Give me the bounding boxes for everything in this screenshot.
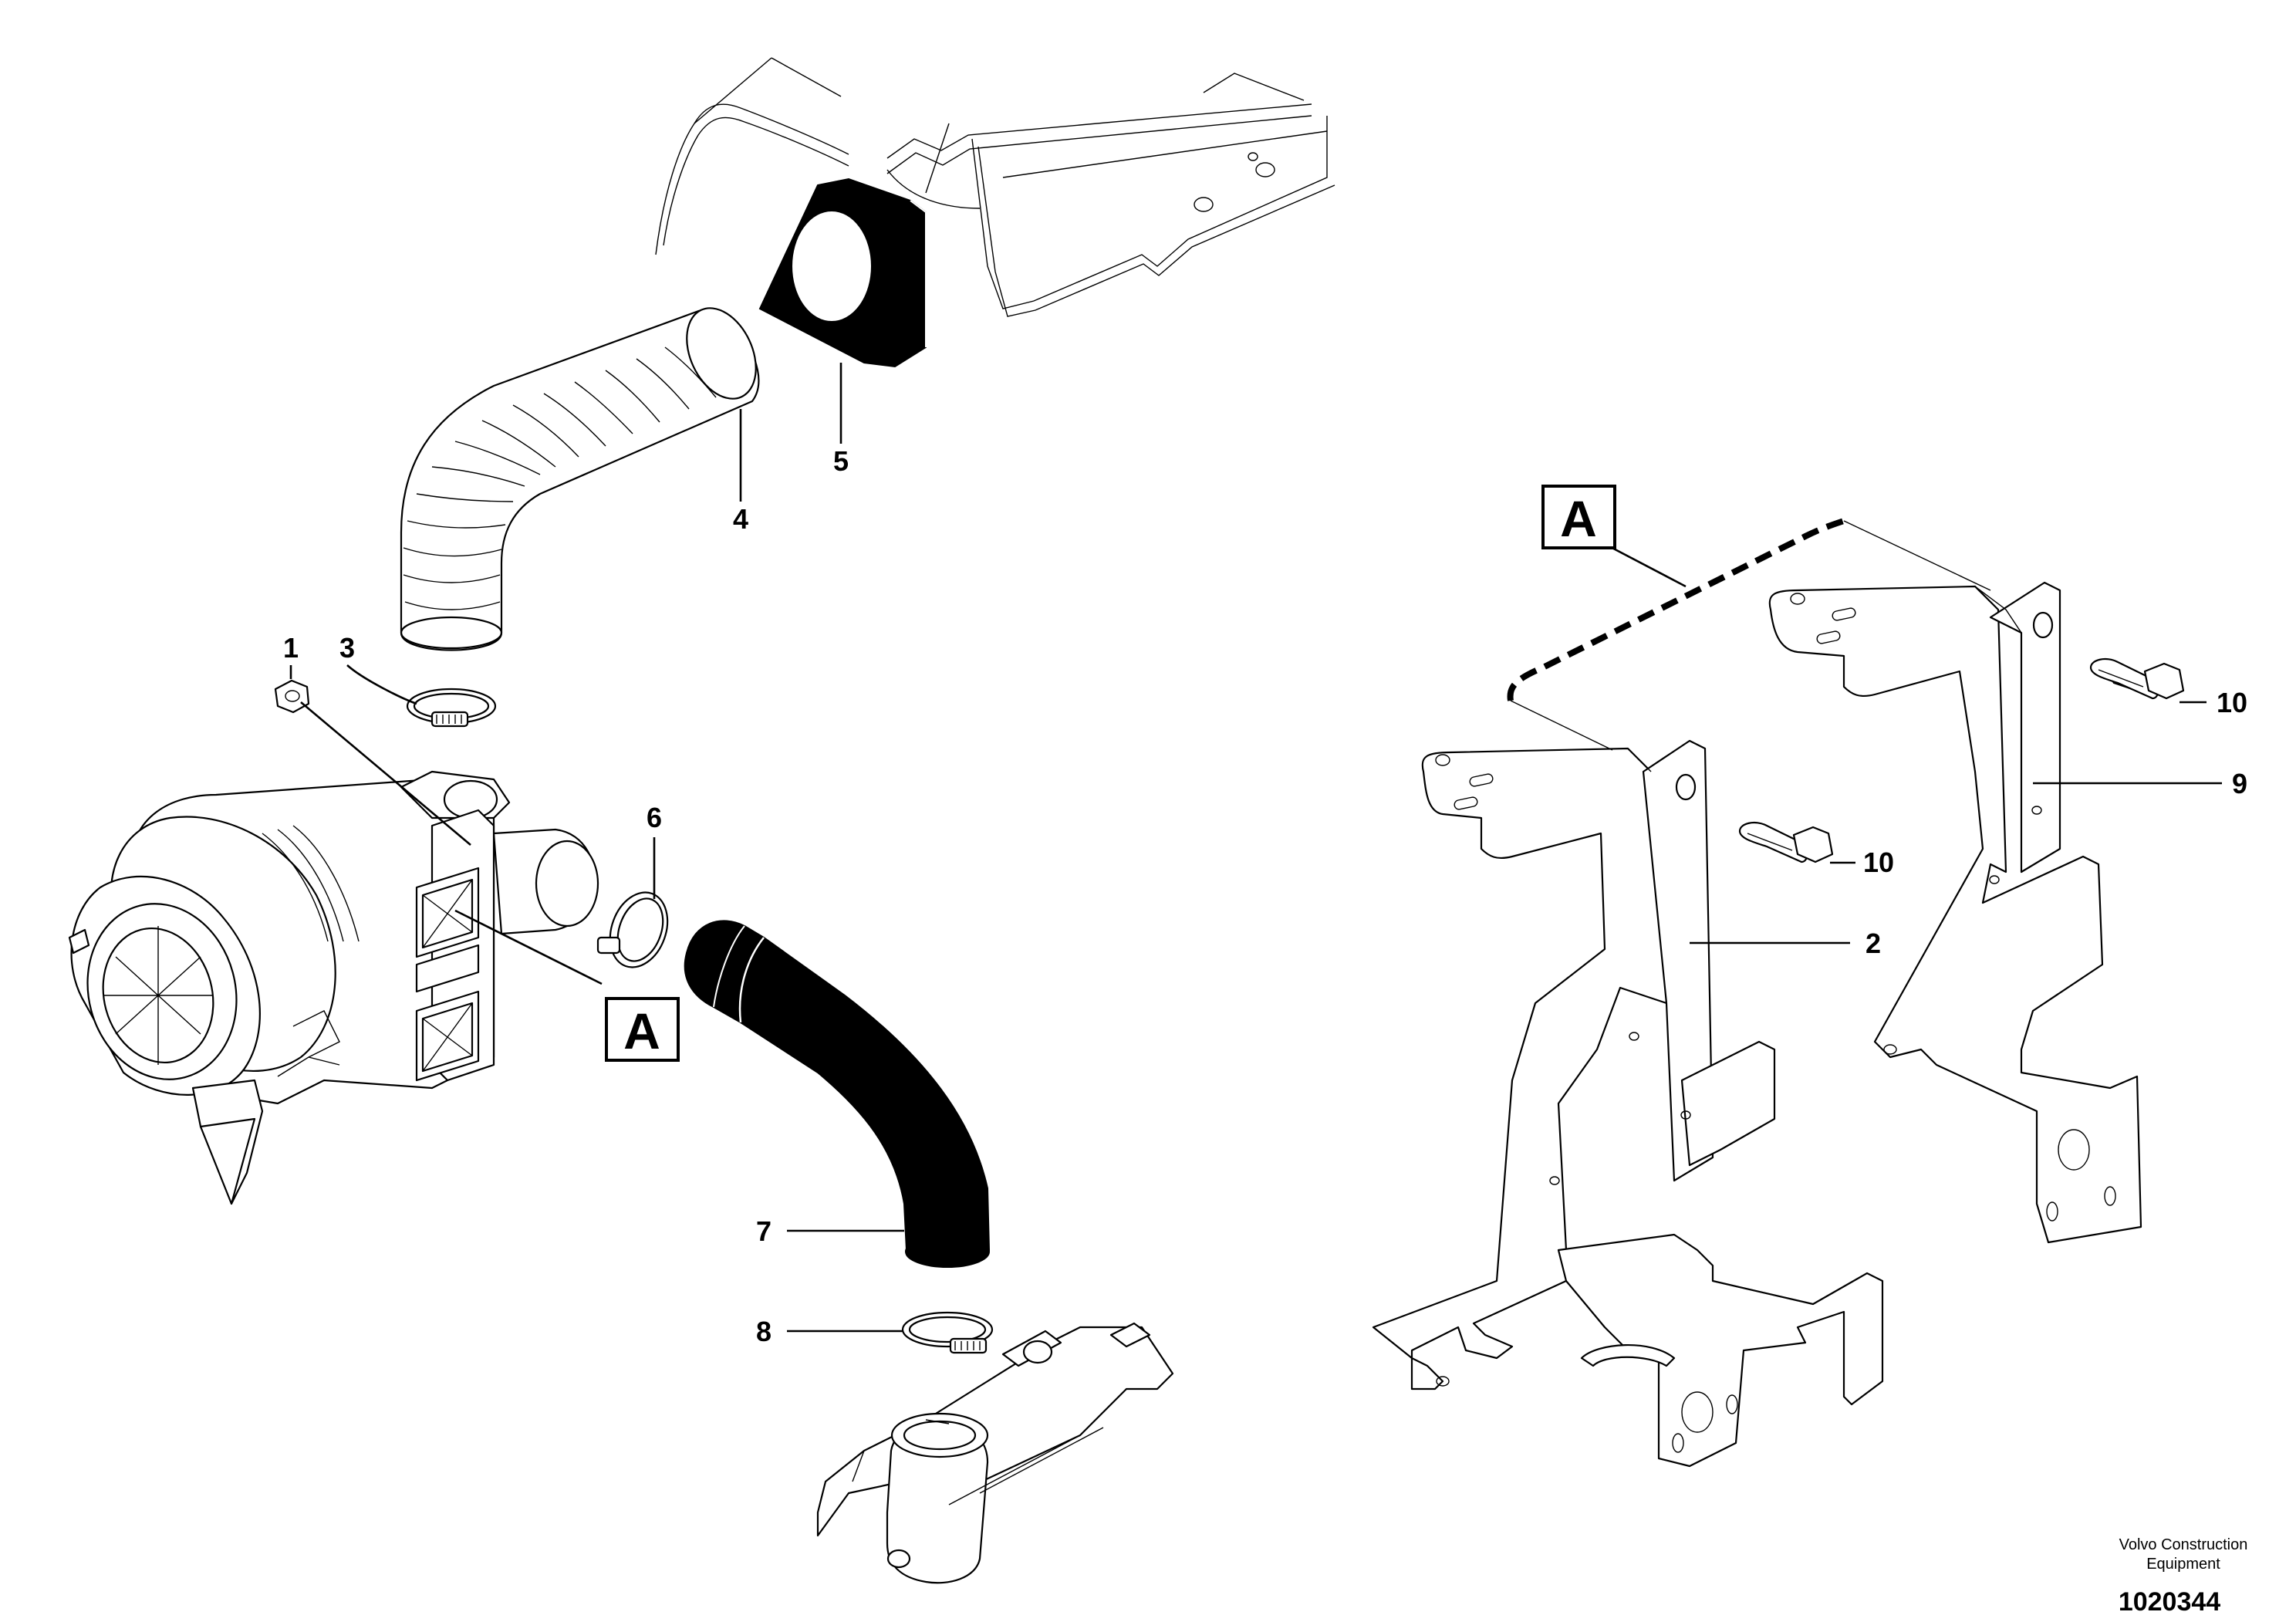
- bracket-front: [1372, 739, 1884, 1468]
- callout-4: 4: [733, 503, 748, 535]
- callout-10-lower: 10: [1863, 846, 1894, 878]
- corrugated-hose: [400, 307, 760, 651]
- nut: [274, 679, 310, 714]
- detail-label-right: A: [1541, 485, 1616, 549]
- credit-line-2: Equipment: [2146, 1556, 2220, 1573]
- detail-label-left-text: A: [623, 1002, 660, 1059]
- callout-9: 9: [2232, 768, 2247, 799]
- callout-1: 1: [283, 632, 299, 664]
- detail-label-left: A: [605, 997, 680, 1062]
- detail-label-right-text: A: [1560, 490, 1597, 547]
- callout-7: 7: [756, 1215, 772, 1247]
- callout-2: 2: [1866, 928, 1881, 959]
- hose-clamp-middle: [596, 891, 669, 968]
- rubber-seal-block: [758, 177, 927, 368]
- bolt-lower: [1738, 821, 1834, 863]
- detail-a-dashed-outline: [1507, 518, 1991, 751]
- rubber-hose: [684, 920, 991, 1268]
- hose-clamp-upper: [406, 688, 497, 728]
- bolt-upper: [2089, 657, 2185, 700]
- callout-leaders: [289, 363, 2222, 1333]
- callout-6: 6: [647, 802, 662, 833]
- frame-structure: [655, 57, 1335, 317]
- air-cleaner-assembly: [68, 770, 599, 1205]
- document-number: 1020344: [2119, 1587, 2220, 1617]
- intake-bracket: [816, 1322, 1174, 1584]
- credit-line-1: Volvo Construction: [2119, 1536, 2248, 1553]
- callout-5: 5: [833, 445, 849, 477]
- callout-3: 3: [339, 632, 355, 664]
- bracket-rear: [1768, 581, 2142, 1244]
- hose-clamp-lower: [901, 1311, 994, 1354]
- callout-10-upper: 10: [2217, 687, 2247, 718]
- callout-8: 8: [756, 1316, 772, 1347]
